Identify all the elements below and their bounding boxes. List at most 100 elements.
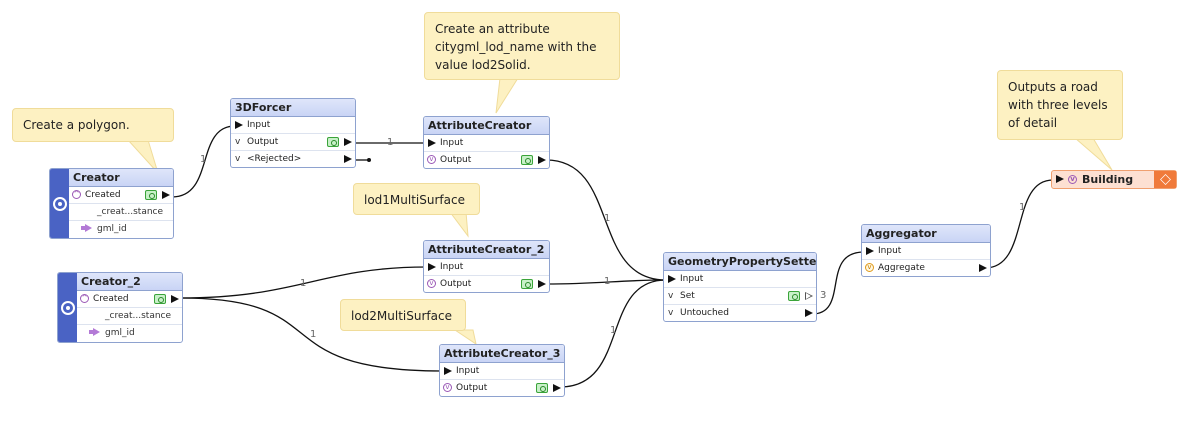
output-arrow-hollow-icon[interactable]: [805, 292, 813, 300]
aggregator-node[interactable]: Aggregator Input v Aggregate: [861, 224, 991, 277]
node-title: Aggregator: [862, 225, 990, 243]
attribute-creator-3-node[interactable]: AttributeCreator_3 Input v Output: [439, 344, 565, 397]
output-arrow-icon[interactable]: [805, 309, 813, 317]
output-port-created[interactable]: ^ Created: [69, 187, 173, 204]
annotation-attribute-creator: Create an attribute citygml_lod_name wit…: [424, 12, 620, 80]
feature-count: 1: [604, 213, 611, 224]
attribute-row: gml_id: [69, 221, 173, 238]
input-port[interactable]: Input: [862, 243, 990, 260]
wire-agg-building: [984, 179, 1054, 269]
output-arrow-icon[interactable]: [538, 156, 546, 164]
output-port-aggregate[interactable]: v Aggregate: [862, 260, 990, 276]
geometry-property-setter-node[interactable]: GeometryPropertySetter Input v Set v Unt…: [663, 252, 817, 322]
feature-count: 1: [1019, 202, 1026, 213]
feature-count: 1: [200, 154, 207, 165]
attribute-creator-2-node[interactable]: AttributeCreator_2 Input v Output: [423, 240, 550, 293]
input-port[interactable]: Input: [664, 271, 816, 288]
annotation-lod1: lod1MultiSurface: [353, 183, 480, 215]
creator-icon: [53, 196, 67, 211]
node-title: AttributeCreator_3: [440, 345, 564, 363]
annotation-tail-lod2: [453, 329, 477, 346]
annotation-tail-lod1: [449, 211, 469, 238]
output-arrow-icon[interactable]: [344, 138, 352, 146]
input-arrow-icon: [428, 263, 436, 271]
output-port[interactable]: v Output: [424, 152, 549, 168]
wire-ac2-gps: [545, 279, 667, 285]
attribute-creator-node[interactable]: AttributeCreator Input v Output: [423, 116, 550, 169]
input-arrow-icon: [235, 121, 243, 129]
input-arrow-icon: [428, 139, 436, 147]
output-port[interactable]: v Output: [440, 380, 564, 396]
output-arrow-icon[interactable]: [979, 264, 987, 272]
inspect-eye-icon[interactable]: [145, 190, 157, 200]
inspect-eye-icon[interactable]: [536, 383, 548, 393]
inspect-eye-icon[interactable]: [154, 294, 166, 304]
wire-creator2-ac2: [179, 266, 428, 299]
node-title: AttributeCreator: [424, 117, 549, 135]
node-title: 3DForcer: [231, 99, 355, 117]
output-arrow-icon[interactable]: [538, 280, 546, 288]
chevron-down-icon: v: [235, 154, 241, 164]
output-arrow-icon[interactable]: [171, 295, 179, 303]
rejected-port[interactable]: v <Rejected>: [231, 151, 355, 167]
annotation-road: Outputs a road with three levels of deta…: [997, 70, 1123, 140]
feature-count: 1: [610, 325, 617, 336]
feature-count: 1: [387, 137, 394, 148]
feature-type-icon: v: [443, 383, 452, 392]
feature-type-icon: v: [1068, 175, 1077, 184]
wire-ac3-gps: [559, 279, 667, 388]
feature-count: 3: [820, 290, 827, 301]
3dforcer-node[interactable]: 3DForcer Input v Output v <Rejected>: [230, 98, 356, 168]
attribute-row: _creat...stance: [77, 308, 182, 325]
output-arrow-icon[interactable]: [162, 191, 170, 199]
output-port-set[interactable]: v Set: [664, 288, 816, 305]
input-port[interactable]: Input: [424, 135, 549, 152]
chevron-down-icon: v: [668, 308, 674, 318]
output-port-untouched[interactable]: v Untouched: [664, 305, 816, 321]
input-port[interactable]: Input: [440, 363, 564, 380]
output-port[interactable]: v Output: [424, 276, 549, 292]
wire-ac1-gps: [545, 159, 667, 281]
feature-type-icon: v: [865, 263, 874, 272]
attribute-arrow-icon: [81, 224, 92, 232]
chevron-down-icon: v: [235, 137, 241, 147]
node-title: GeometryPropertySetter: [664, 253, 816, 271]
output-arrow-icon[interactable]: [553, 384, 561, 392]
rejected-terminal: [367, 158, 371, 162]
creator-side-bar: [50, 169, 69, 238]
input-port[interactable]: Input: [231, 117, 355, 134]
annotation-tail-attrcreator: [495, 77, 519, 114]
feature-type-icon: v: [427, 155, 436, 164]
wire-creator-forcer: [171, 125, 236, 198]
output-arrow-icon[interactable]: [344, 155, 352, 163]
feature-type-icon: ^: [72, 190, 81, 199]
feature-type-icon: ^: [80, 294, 89, 303]
chevron-down-icon: v: [668, 291, 674, 301]
node-title: Building: [1082, 173, 1134, 186]
output-port-created[interactable]: ^ Created: [77, 291, 182, 308]
layers-icon: [1154, 171, 1176, 188]
feature-count: 1: [604, 276, 611, 287]
node-title: Creator_2: [77, 273, 182, 291]
wire-creator2-ac3: [179, 297, 444, 372]
building-writer-node[interactable]: v Building: [1051, 170, 1177, 189]
node-title: AttributeCreator_2: [424, 241, 549, 259]
input-arrow-icon: [866, 247, 874, 255]
creator-node[interactable]: Creator ^ Created _creat...stance gml_id: [49, 168, 174, 239]
input-port[interactable]: Input: [424, 259, 549, 276]
inspect-eye-icon[interactable]: [788, 291, 800, 301]
inspect-eye-icon[interactable]: [521, 155, 533, 165]
creator-2-node[interactable]: Creator_2 ^ Created _creat...stance gml_…: [57, 272, 183, 343]
feature-count: 1: [300, 278, 307, 289]
creator-side-bar: [58, 273, 77, 342]
annotation-polygon: Create a polygon.: [12, 108, 174, 142]
attribute-row: _creat...stance: [69, 204, 173, 221]
output-port[interactable]: v Output: [231, 134, 355, 151]
inspect-eye-icon[interactable]: [327, 137, 339, 147]
annotation-tail-road: [1073, 137, 1113, 171]
feature-type-icon: v: [427, 279, 436, 288]
inspect-eye-icon[interactable]: [521, 279, 533, 289]
input-arrow-icon: [1056, 175, 1064, 183]
node-title: Creator: [69, 169, 173, 187]
